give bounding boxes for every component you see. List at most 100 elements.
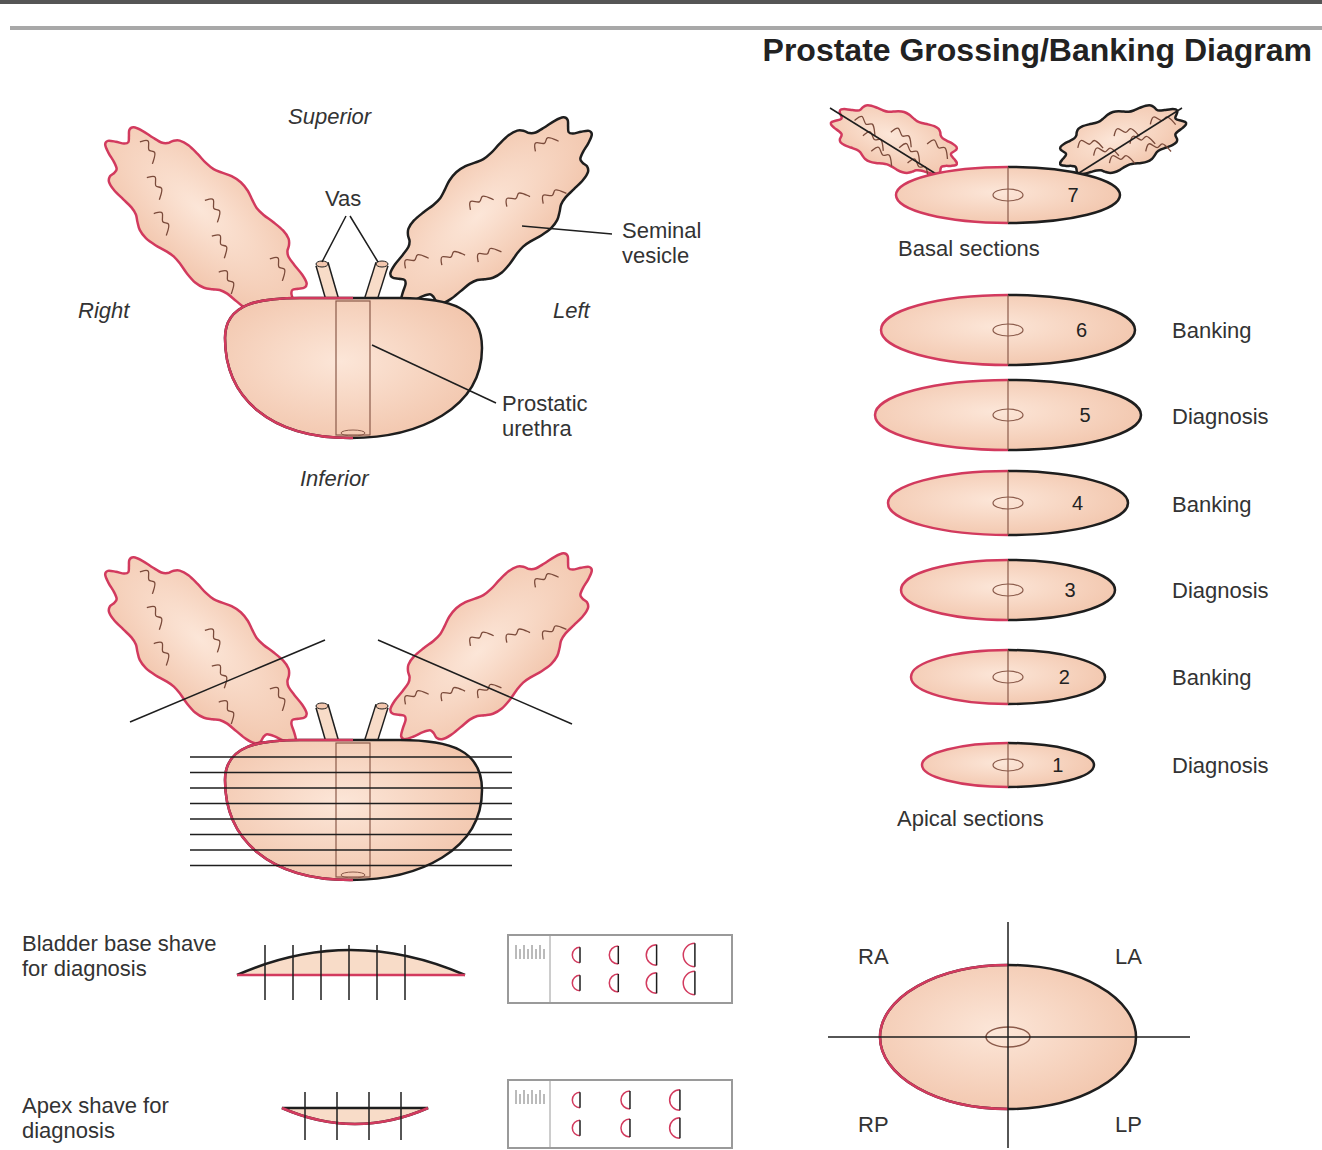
vesicle-fold <box>531 131 558 158</box>
midline <box>1007 380 1008 450</box>
part-label: Diagnosis <box>1172 404 1269 429</box>
slice-fill <box>901 560 1115 620</box>
cassette-mark <box>524 1090 525 1104</box>
section-piece <box>683 943 695 966</box>
part-label: Basal sections <box>898 236 1040 261</box>
tissue-slice: 2 <box>909 648 1107 706</box>
cut-line <box>292 945 294 1000</box>
cassette-mark <box>532 1090 533 1104</box>
vas-tube <box>370 706 382 744</box>
leader-line <box>322 216 378 262</box>
cut-line <box>368 1092 370 1140</box>
bladder-base-shave <box>237 974 465 977</box>
cassette-mark <box>536 1094 537 1104</box>
cassette-divider <box>550 935 551 1003</box>
section-piece <box>609 974 618 992</box>
vesicle-fold <box>1112 123 1139 144</box>
section-piece <box>579 1092 581 1107</box>
slice-edge-left <box>1008 295 1135 365</box>
urethra <box>993 324 1023 336</box>
part-label: Banking <box>1172 492 1252 517</box>
cassette-mark <box>540 945 541 959</box>
part-label: Apex shave for diagnosis <box>22 1093 202 1144</box>
cut-line <box>378 640 572 724</box>
section-piece <box>572 1092 580 1107</box>
tissue-slice: 6 <box>879 293 1137 367</box>
cut-line <box>190 849 512 851</box>
section-piece <box>670 1090 680 1111</box>
vas-tube <box>322 706 333 744</box>
vesicle-fold <box>135 137 162 164</box>
part-label: LP <box>1115 1112 1142 1137</box>
vesicle-fold <box>539 619 566 646</box>
top-bar <box>0 0 1322 4</box>
tissue-cassette <box>508 1080 732 1148</box>
slice-outline <box>894 165 1122 225</box>
axis-line <box>1007 922 1009 1148</box>
part-label: Bladder base shave for diagnosis <box>22 931 227 982</box>
part-label: Left <box>553 298 590 323</box>
vesicle-fold <box>888 126 915 147</box>
vesicle-fold <box>264 254 291 281</box>
vesicle-outline <box>362 523 621 771</box>
section-piece <box>618 946 620 964</box>
cassette-mark <box>516 945 517 959</box>
vesicle-fold <box>503 622 530 649</box>
cut-line <box>404 945 406 1000</box>
slice-edge-right <box>875 380 1008 450</box>
vesicle-fold <box>206 232 233 259</box>
part-label: Vas <box>325 186 361 211</box>
vesicle-fold <box>1144 138 1171 159</box>
part-label: RA <box>858 944 889 969</box>
cassette-mark <box>540 1090 541 1104</box>
cut-line <box>376 945 378 1000</box>
vas-tube <box>370 264 382 302</box>
part-label: Superior <box>288 104 371 129</box>
midline <box>1007 167 1008 223</box>
midline <box>1007 471 1008 535</box>
cut-line <box>190 772 512 774</box>
cassette-mark <box>528 949 529 959</box>
slice-edge-left <box>1008 560 1115 620</box>
part-label: Apical sections <box>897 806 1044 831</box>
slice-outline <box>920 741 1096 789</box>
cassette-mark <box>544 949 545 959</box>
midline <box>1007 650 1008 704</box>
slice-fill <box>888 471 1128 535</box>
vesicle-fold <box>200 196 227 223</box>
urethra-opening <box>341 430 365 436</box>
part-label: LA <box>1115 944 1142 969</box>
section-piece <box>629 1091 631 1109</box>
slice-outline <box>909 648 1107 706</box>
part-label: Prostatic urethra <box>502 391 642 442</box>
section-piece <box>679 1118 681 1139</box>
section-piece <box>656 945 658 966</box>
urethra <box>336 743 370 877</box>
prostate-outline <box>225 740 482 880</box>
part-label: Diagnosis <box>1172 578 1269 603</box>
bladder-base-shave <box>237 950 465 975</box>
apex-shave <box>282 1108 428 1124</box>
vesicle-fold <box>474 241 501 268</box>
tissue-slice: 5 <box>873 378 1143 452</box>
section-piece <box>621 1091 630 1109</box>
vesicle-fold <box>141 603 168 630</box>
slice-number: 2 <box>1059 666 1070 689</box>
slice-fill <box>911 650 1105 704</box>
tissue-slice: 3 <box>899 558 1117 622</box>
vesicle-fold <box>401 248 428 275</box>
vesicle-fold <box>869 146 896 167</box>
slice-edge-left <box>1008 743 1094 787</box>
urethra <box>993 189 1023 201</box>
leader-line <box>522 226 612 234</box>
slice-outline <box>879 293 1137 367</box>
vesicle-fold <box>466 189 493 216</box>
section-piece <box>646 945 656 966</box>
slice-number: 3 <box>1064 579 1075 602</box>
cut-line <box>320 945 322 1000</box>
urethra <box>336 301 370 435</box>
urethra <box>993 409 1023 421</box>
prostate-outline <box>225 298 482 438</box>
slice-fill <box>922 743 1094 787</box>
